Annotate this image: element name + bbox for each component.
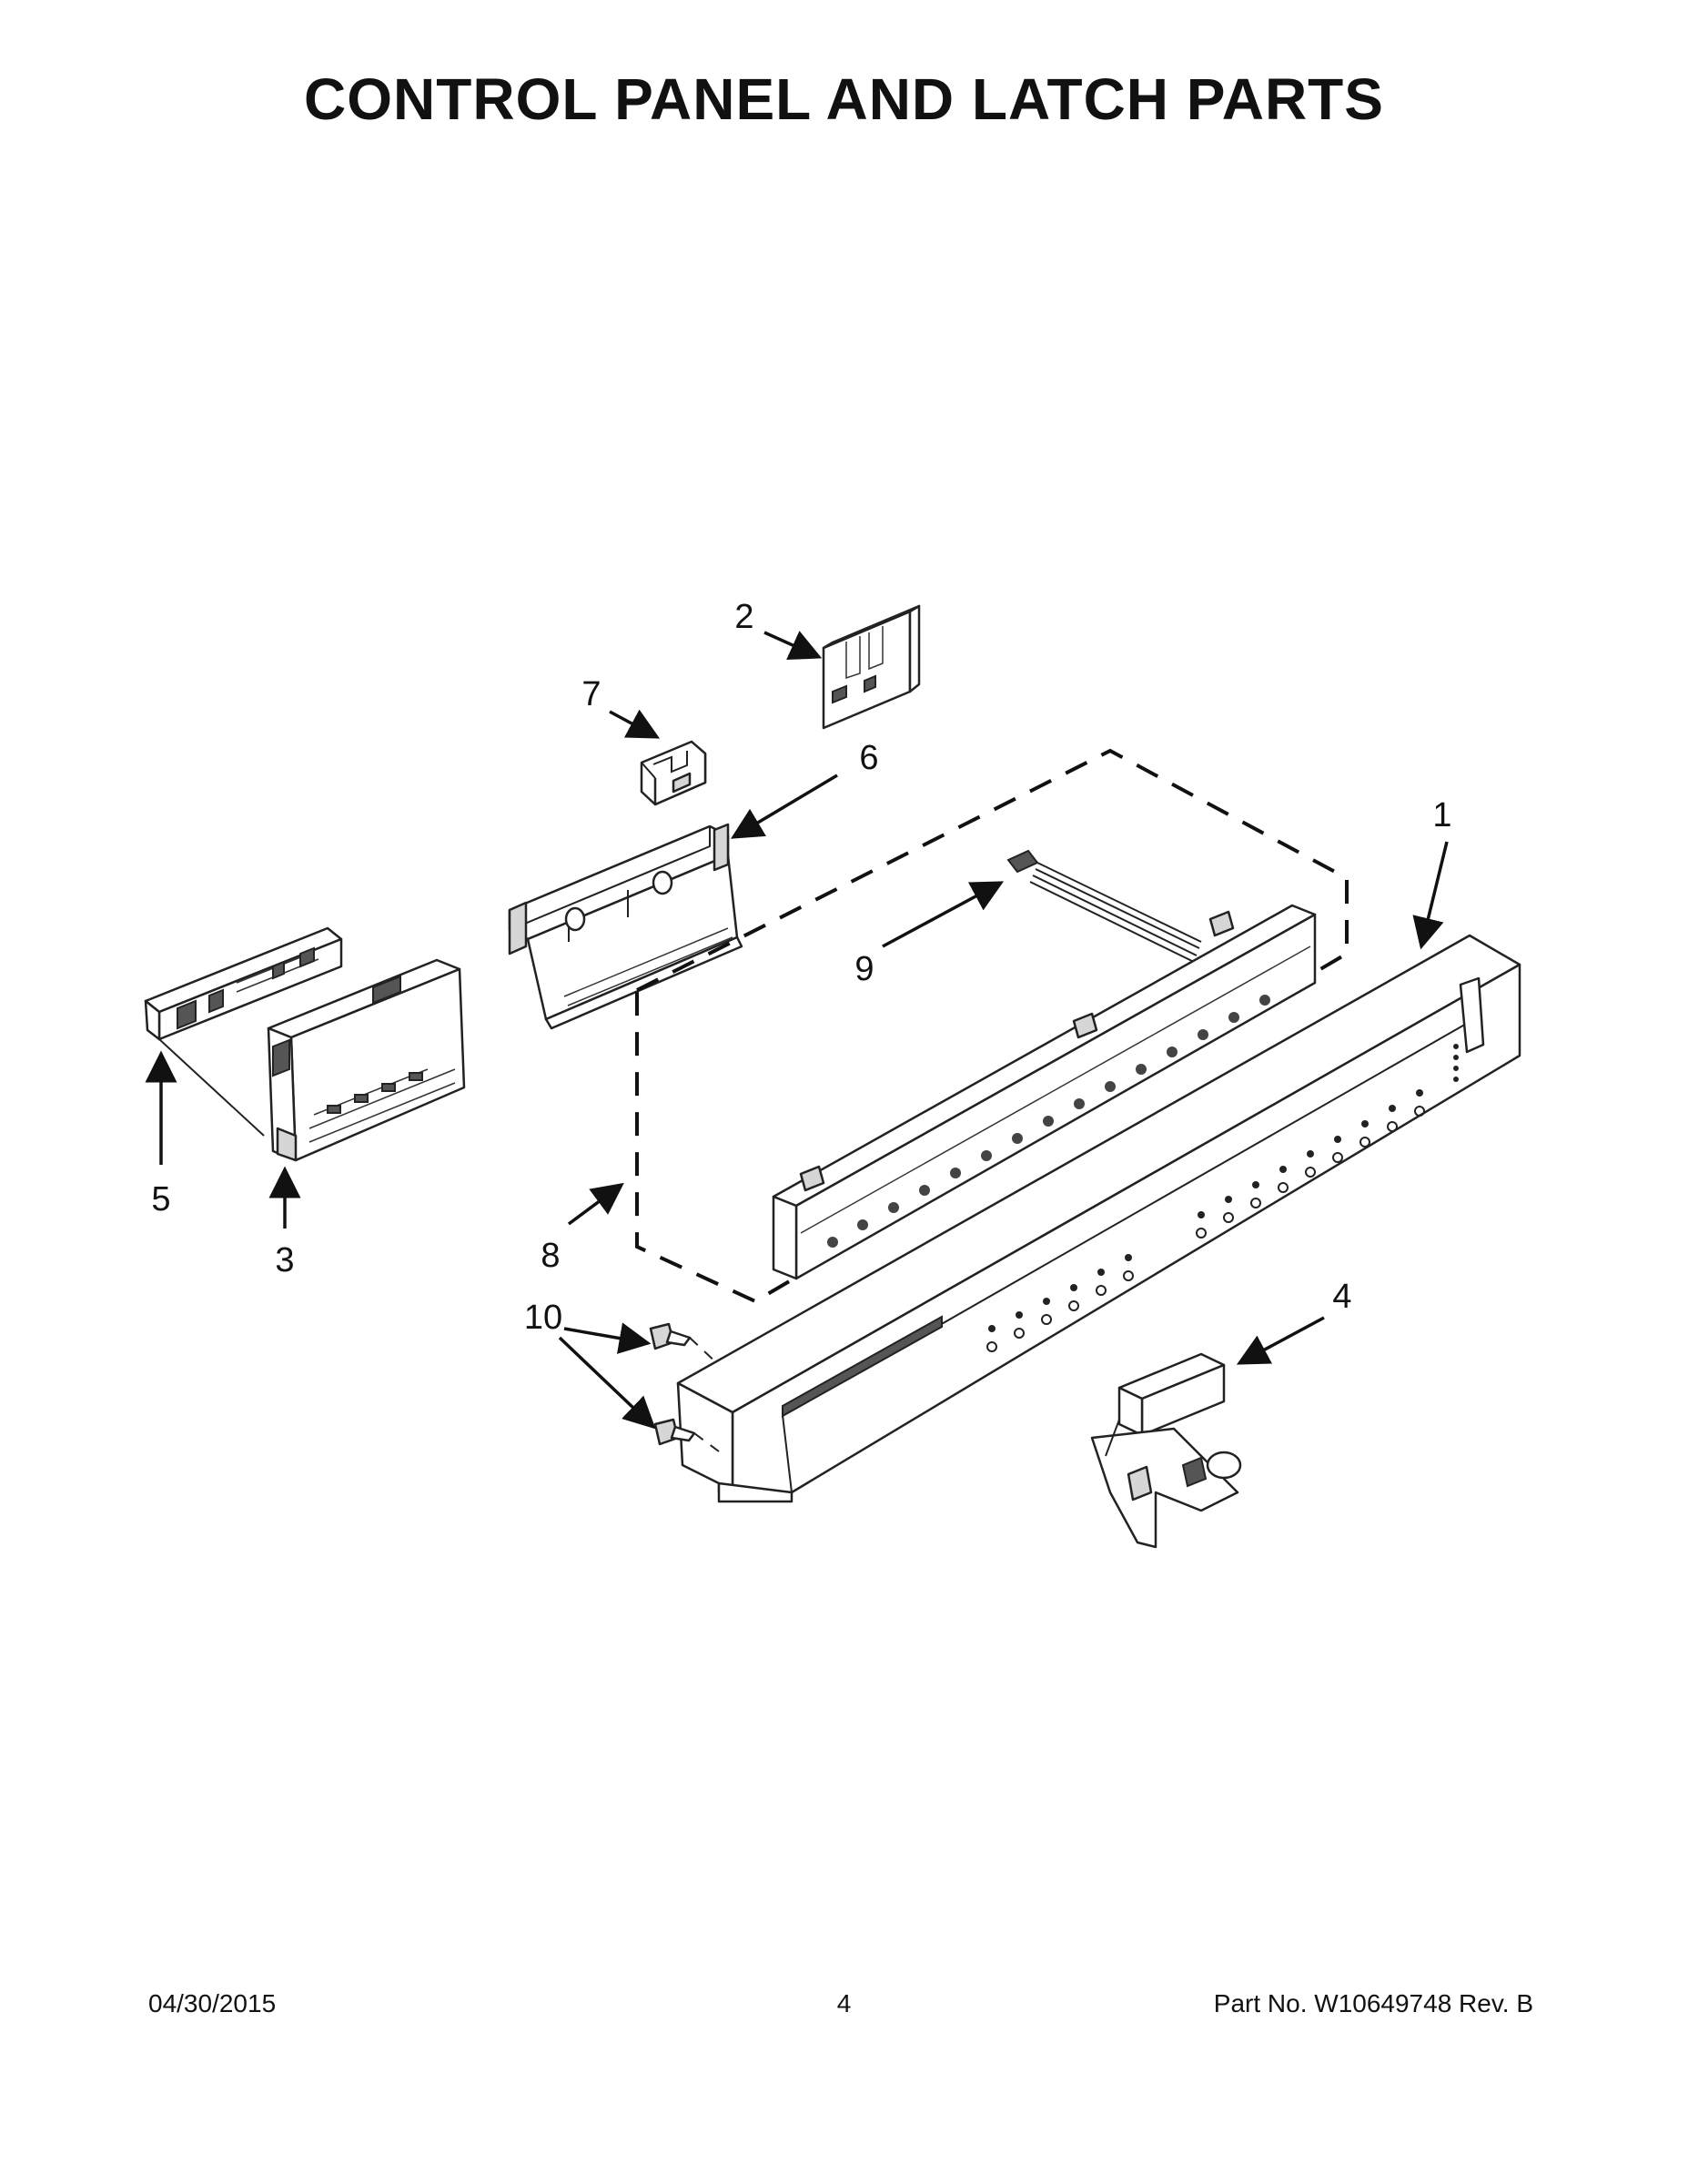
part-4-door-latch: [1090, 1352, 1242, 1549]
callout-4: 4: [1332, 1278, 1351, 1316]
footer-part-number: Part No. W10649748 Rev. B: [1213, 1989, 1533, 2017]
part-1-console: [676, 934, 1521, 1503]
callout-3: 3: [275, 1241, 294, 1279]
part-7-clip: [640, 740, 707, 806]
part-5-circuit-board: [144, 926, 343, 1137]
callout-7: 7: [581, 675, 601, 713]
callout-10: 10: [524, 1299, 562, 1337]
part-2-bracket: [822, 604, 921, 730]
page-title: CONTROL PANEL AND LATCH PARTS: [304, 66, 1384, 132]
footer-page-number: 4: [836, 1989, 852, 2017]
callout-1: 1: [1432, 796, 1451, 834]
part-9-user-interface: [772, 849, 1317, 1280]
part-8-dashed-outline: [635, 748, 1349, 1304]
callout-6: 6: [859, 739, 878, 777]
part-10-screws: [649, 1322, 720, 1452]
callout-8: 8: [541, 1237, 560, 1275]
part-3-control-board: [267, 958, 466, 1162]
callout-9: 9: [854, 950, 874, 988]
callout-5: 5: [151, 1180, 170, 1218]
callout-2: 2: [734, 598, 753, 636]
part-6-mounting-bracket: [508, 823, 743, 1030]
footer-date: 04/30/2015: [148, 1989, 277, 2017]
leaders: [145, 631, 1449, 1430]
